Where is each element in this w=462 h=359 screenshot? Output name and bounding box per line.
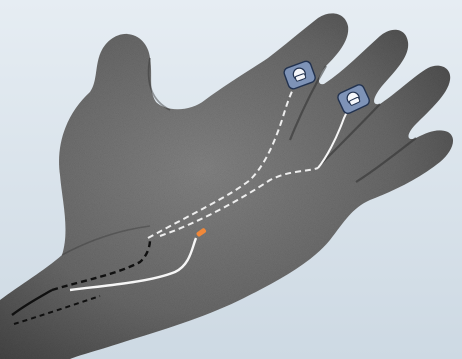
hand-illustration-scene	[0, 0, 462, 359]
hand-illustration	[0, 0, 462, 359]
